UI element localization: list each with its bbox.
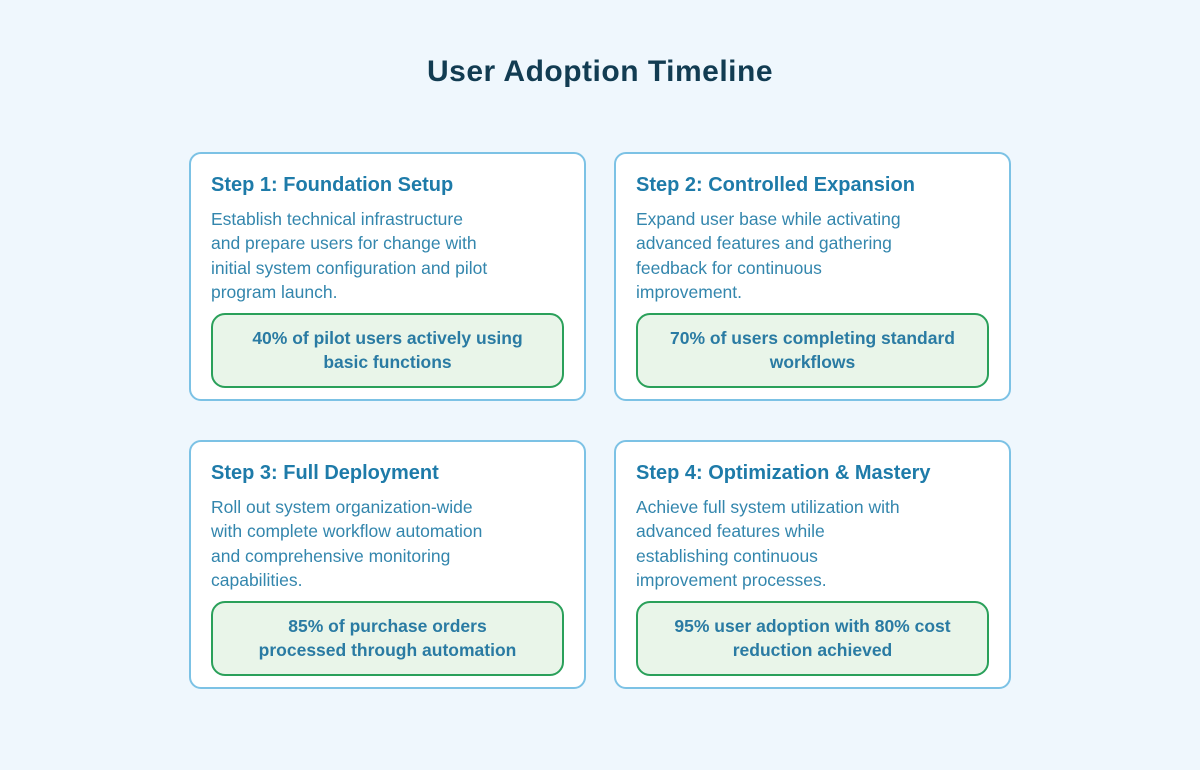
step-card-3: Step 3: Full Deployment Roll out system …	[189, 440, 586, 689]
step-3-description: Roll out system organization-wide with c…	[211, 497, 483, 590]
step-4-description: Achieve full system utilization with adv…	[636, 497, 900, 590]
step-3-metric-badge: 85% of purchase orders processed through…	[211, 601, 564, 677]
steps-grid: Step 1: Foundation Setup Establish techn…	[189, 152, 1011, 689]
step-2-title: Step 2: Controlled Expansion	[636, 174, 915, 196]
step-2-description: Expand user base while activating advanc…	[636, 209, 901, 302]
step-4-title: Step 4: Optimization & Mastery	[636, 462, 931, 484]
step-1-title: Step 1: Foundation Setup	[211, 174, 454, 196]
step-card-1: Step 1: Foundation Setup Establish techn…	[189, 152, 586, 401]
step-1-description: Establish technical infrastructure and p…	[211, 209, 488, 302]
step-card-4: Step 4: Optimization & Mastery Achieve f…	[614, 440, 1011, 689]
page-title: User Adoption Timeline	[426, 55, 774, 88]
step-3-title: Step 3: Full Deployment	[211, 462, 439, 484]
step-1-metric-badge: 40% of pilot users actively using basic …	[211, 313, 564, 389]
step-4-metric-badge: 95% user adoption with 80% cost reductio…	[636, 601, 989, 677]
step-card-2: Step 2: Controlled Expansion Expand user…	[614, 152, 1011, 401]
step-2-metric-badge: 70% of users completing standard workflo…	[636, 313, 989, 389]
